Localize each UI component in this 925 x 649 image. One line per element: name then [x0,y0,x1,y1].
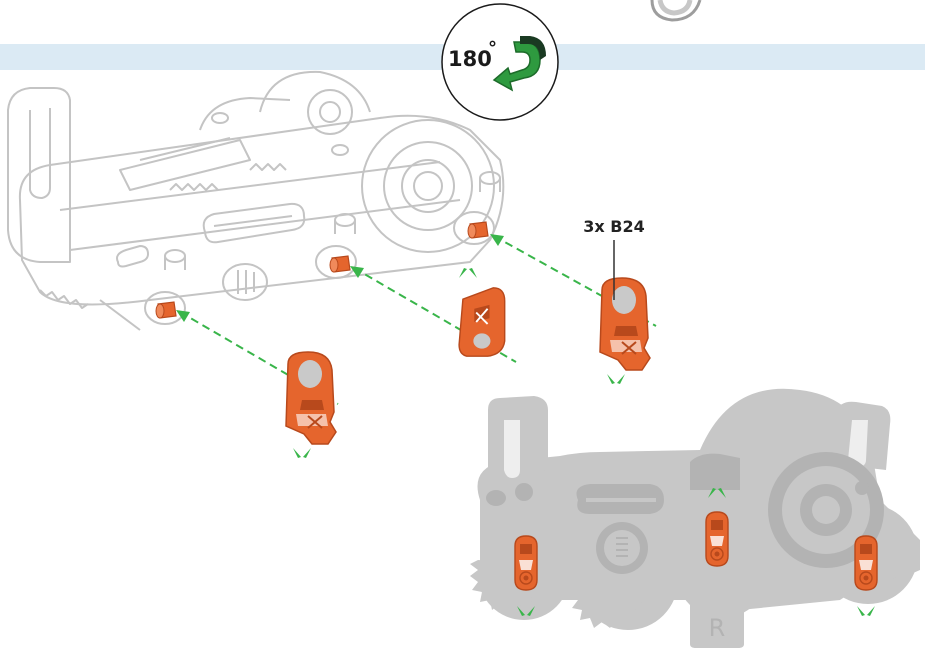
b24-part-middle [459,288,505,356]
inserted-peg-right [468,222,488,238]
inserted-peg-middle [330,256,350,272]
part-callout-label: 3x B24 [583,217,644,236]
alignment-ticks-loose [293,268,625,458]
b24-part-right [600,278,650,370]
b24-part-left [286,352,336,444]
rotation-label: 180 [448,47,492,71]
front-view-assembly: R [470,389,920,648]
top-ring-fragment [652,0,700,20]
mounted-part-middle [706,512,728,566]
front-view-marking: R [709,614,726,642]
guide-lines [180,236,656,404]
inserted-peg-left [156,302,176,318]
gearbox-outline [8,72,503,330]
mounted-part-left [515,536,537,590]
mounted-part-right [855,536,877,590]
rotation-badge: 180 ° [442,4,558,120]
degree-symbol: ° [488,38,497,59]
